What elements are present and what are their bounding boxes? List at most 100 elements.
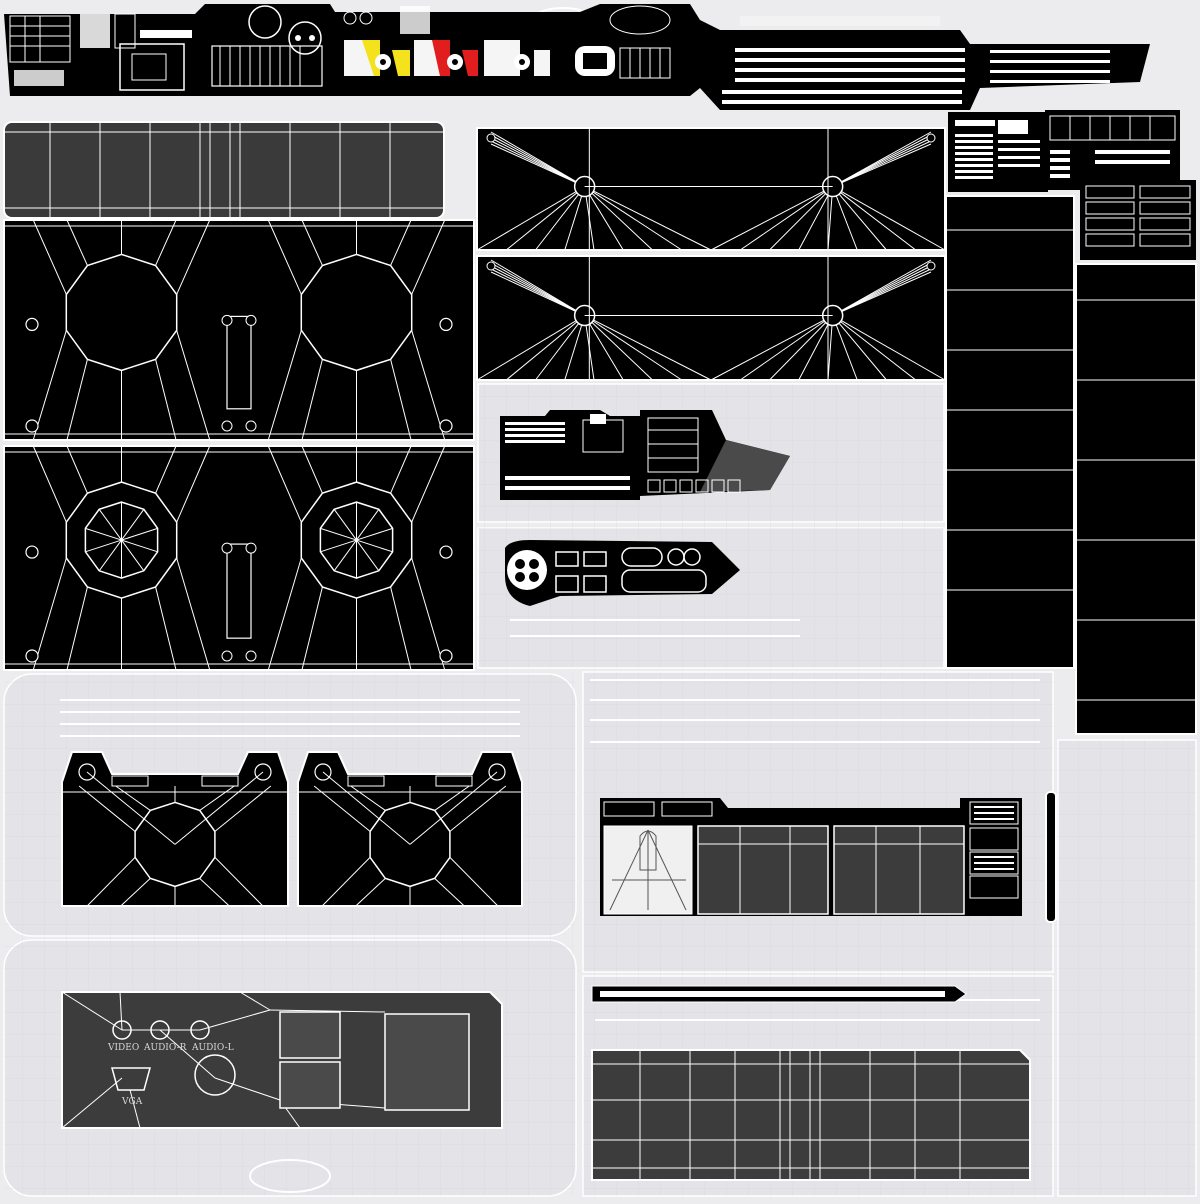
wire-edge <box>411 219 446 295</box>
wire-edge <box>32 219 67 295</box>
wire-edge <box>584 186 683 251</box>
wire-edge <box>176 445 211 523</box>
vga-label: VGA <box>121 1097 143 1107</box>
wire-edge <box>769 315 834 381</box>
wire-edge <box>535 186 586 251</box>
wire-edge <box>98 509 122 541</box>
wire-edge <box>832 315 887 381</box>
wire-edge <box>832 186 917 251</box>
wire-edge <box>214 857 264 907</box>
wire-edge <box>333 509 357 541</box>
wire-edge <box>86 771 176 845</box>
wire-edge <box>739 186 833 251</box>
screw-hole-icon <box>25 545 39 559</box>
wire-edge <box>320 539 357 553</box>
wire-edge <box>121 539 145 572</box>
audio-r-jack-icon <box>150 1020 170 1040</box>
screw-hole-icon <box>439 545 453 559</box>
fan-panel-2 <box>476 255 946 381</box>
wire-edge <box>155 445 177 494</box>
screw-hole-icon <box>439 317 453 331</box>
wire-edge <box>355 878 386 907</box>
wire-edge <box>564 186 586 251</box>
wire-edge <box>710 315 833 381</box>
wire-edge <box>449 857 499 907</box>
wire-edge <box>449 785 507 832</box>
wire-edge <box>267 219 302 295</box>
control-strip-island <box>500 410 790 500</box>
wire-edge <box>739 315 833 381</box>
wire-edge <box>832 315 858 381</box>
screw-hole-icon <box>926 133 936 143</box>
screw-hole-icon <box>439 419 453 433</box>
wire-edge <box>409 771 498 845</box>
wire-edge <box>584 186 712 251</box>
vent-slot <box>347 775 385 787</box>
screw-hole-icon <box>245 420 257 432</box>
wire-edge <box>32 445 67 523</box>
wire-edge <box>535 315 586 381</box>
wire-edge <box>155 586 177 671</box>
wire-edge <box>322 771 411 845</box>
wire-edge <box>356 539 380 572</box>
wire-edge <box>32 557 67 671</box>
wire-edge <box>176 557 211 671</box>
screw-hole-icon <box>245 650 257 662</box>
device-strip <box>600 791 1057 923</box>
speaker-ring-icon <box>248 5 282 39</box>
wire-edge <box>214 785 272 832</box>
wire-edge <box>411 445 446 523</box>
wire-edge <box>85 539 122 553</box>
round-jack-icon <box>507 550 547 590</box>
video-jack-icon <box>112 1020 132 1040</box>
wire-edge <box>85 527 122 541</box>
wire-edge <box>832 315 946 381</box>
wire-edge <box>832 186 858 251</box>
wire-edge <box>769 186 834 251</box>
vent-slot <box>435 775 473 787</box>
center-bracket <box>226 543 252 639</box>
wire-edge <box>120 878 151 907</box>
wire-edge <box>174 771 264 845</box>
light-slot-lines <box>60 619 1040 1021</box>
vga-port-panel-icon <box>111 1067 151 1091</box>
center-bracket <box>226 315 252 410</box>
connector-panel: VIDEO AUDIO-R AUDIO-L VGA <box>61 991 503 1129</box>
screw-hole-icon <box>486 261 496 271</box>
wire-edge <box>390 586 412 671</box>
wire-edge <box>411 557 446 671</box>
audio-l-jack-icon <box>190 1020 210 1040</box>
wire-edge <box>390 445 412 494</box>
wire-edge <box>66 586 88 671</box>
top-strip <box>4 4 1150 110</box>
audio-r-label: AUDIO-R <box>143 1043 187 1053</box>
screw-hole-icon <box>221 420 233 432</box>
grille-strip <box>3 121 445 219</box>
wire-edge <box>832 315 917 381</box>
wire-edge <box>155 359 177 441</box>
wire-edge <box>411 330 446 441</box>
wire-edge <box>584 315 712 381</box>
wire-edge <box>199 878 230 907</box>
wire-edge <box>267 330 302 441</box>
wire-edge <box>350 785 386 811</box>
wire-edge <box>832 143 932 188</box>
wire-edge <box>301 219 323 266</box>
screw-hole-icon <box>245 542 257 554</box>
wire-edge <box>564 315 586 381</box>
wire-edge <box>584 315 653 381</box>
screw-hole-icon <box>25 649 39 663</box>
wire-edge <box>98 539 122 572</box>
wire-edge <box>390 219 412 266</box>
wire-edge <box>505 186 585 251</box>
lower-speaker-pair <box>61 751 523 907</box>
wire-edge <box>301 445 323 494</box>
wire-edge <box>832 271 932 316</box>
wire-edge <box>356 539 393 553</box>
wire-edge <box>710 186 833 251</box>
wire-edge <box>490 271 585 316</box>
screw-hole-icon <box>25 317 39 331</box>
wire-edge <box>155 219 177 266</box>
screw-hole-icon <box>926 261 936 271</box>
wire-edge <box>86 857 136 907</box>
